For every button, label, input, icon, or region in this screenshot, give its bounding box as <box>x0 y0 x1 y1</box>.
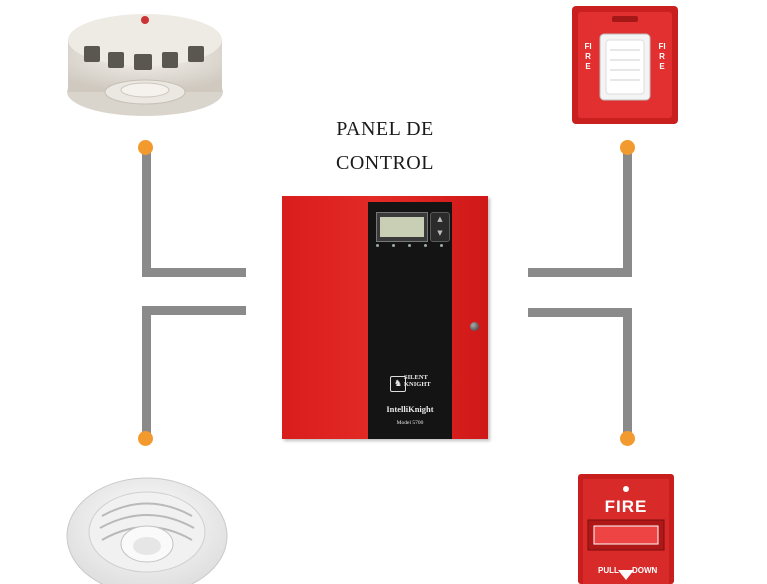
title-line-2: CONTROL <box>336 152 434 174</box>
wire-bottom-right-horizontal <box>528 308 632 317</box>
panel-led-row <box>372 244 448 252</box>
wire-top-right-horizontal <box>528 268 632 277</box>
connector-dot-bottom-left <box>138 431 153 446</box>
chevron-up-icon[interactable]: ▲ <box>437 215 443 223</box>
wire-top-right-vertical <box>623 150 632 276</box>
connector-dot-top-right <box>620 140 635 155</box>
horn-strobe-icon <box>572 6 678 124</box>
chevron-down-icon[interactable]: ▼ <box>437 229 443 237</box>
model-number: Model 5700 <box>396 420 424 426</box>
wire-top-left-vertical <box>142 150 151 274</box>
pull-station-label: FIRE <box>604 497 648 516</box>
knight-logo-icon: ♞ <box>390 376 406 392</box>
pull-station-icon <box>578 474 674 584</box>
brand-name-line-2: KNIGHT <box>404 381 431 388</box>
pull-instruction-right: DOWN <box>632 566 658 575</box>
product-name: IntelliKnight <box>386 404 434 414</box>
panel-front-strip: ▲ ▼ ♞ SILENT KNIGHT IntelliKnight Model … <box>368 202 452 439</box>
wire-bottom-right-vertical <box>623 308 632 438</box>
panel-nav-keypad[interactable]: ▲ ▼ <box>430 212 450 242</box>
brand-name: SILENT KNIGHT <box>404 374 444 388</box>
strobe-label-right: FIRE <box>658 42 666 71</box>
led-indicator <box>408 244 411 247</box>
control-panel: ▲ ▼ ♞ SILENT KNIGHT IntelliKnight Model … <box>282 196 488 439</box>
panel-display-frame <box>376 212 428 242</box>
strobe-label-left: FIRE <box>584 42 592 71</box>
wire-top-left-horizontal <box>142 268 246 277</box>
pull-instruction-left: PULL <box>598 566 619 575</box>
panel-lock-icon[interactable] <box>470 322 479 331</box>
smoke-detector-bottom-icon <box>66 477 228 584</box>
wire-bottom-left-vertical <box>142 306 151 436</box>
connector-dot-bottom-right <box>620 431 635 446</box>
smoke-detector-top-icon <box>67 14 223 116</box>
title-line-1: PANEL DE <box>336 118 434 140</box>
diagram-title: PANEL DE CONTROL <box>300 112 470 180</box>
brand-name-line-1: SILENT <box>404 374 428 381</box>
led-indicator <box>440 244 443 247</box>
led-indicator <box>392 244 395 247</box>
led-indicator <box>424 244 427 247</box>
panel-lcd-display <box>380 217 424 237</box>
connector-dot-top-left <box>138 140 153 155</box>
led-indicator <box>376 244 379 247</box>
wire-bottom-left-horizontal <box>142 306 246 315</box>
